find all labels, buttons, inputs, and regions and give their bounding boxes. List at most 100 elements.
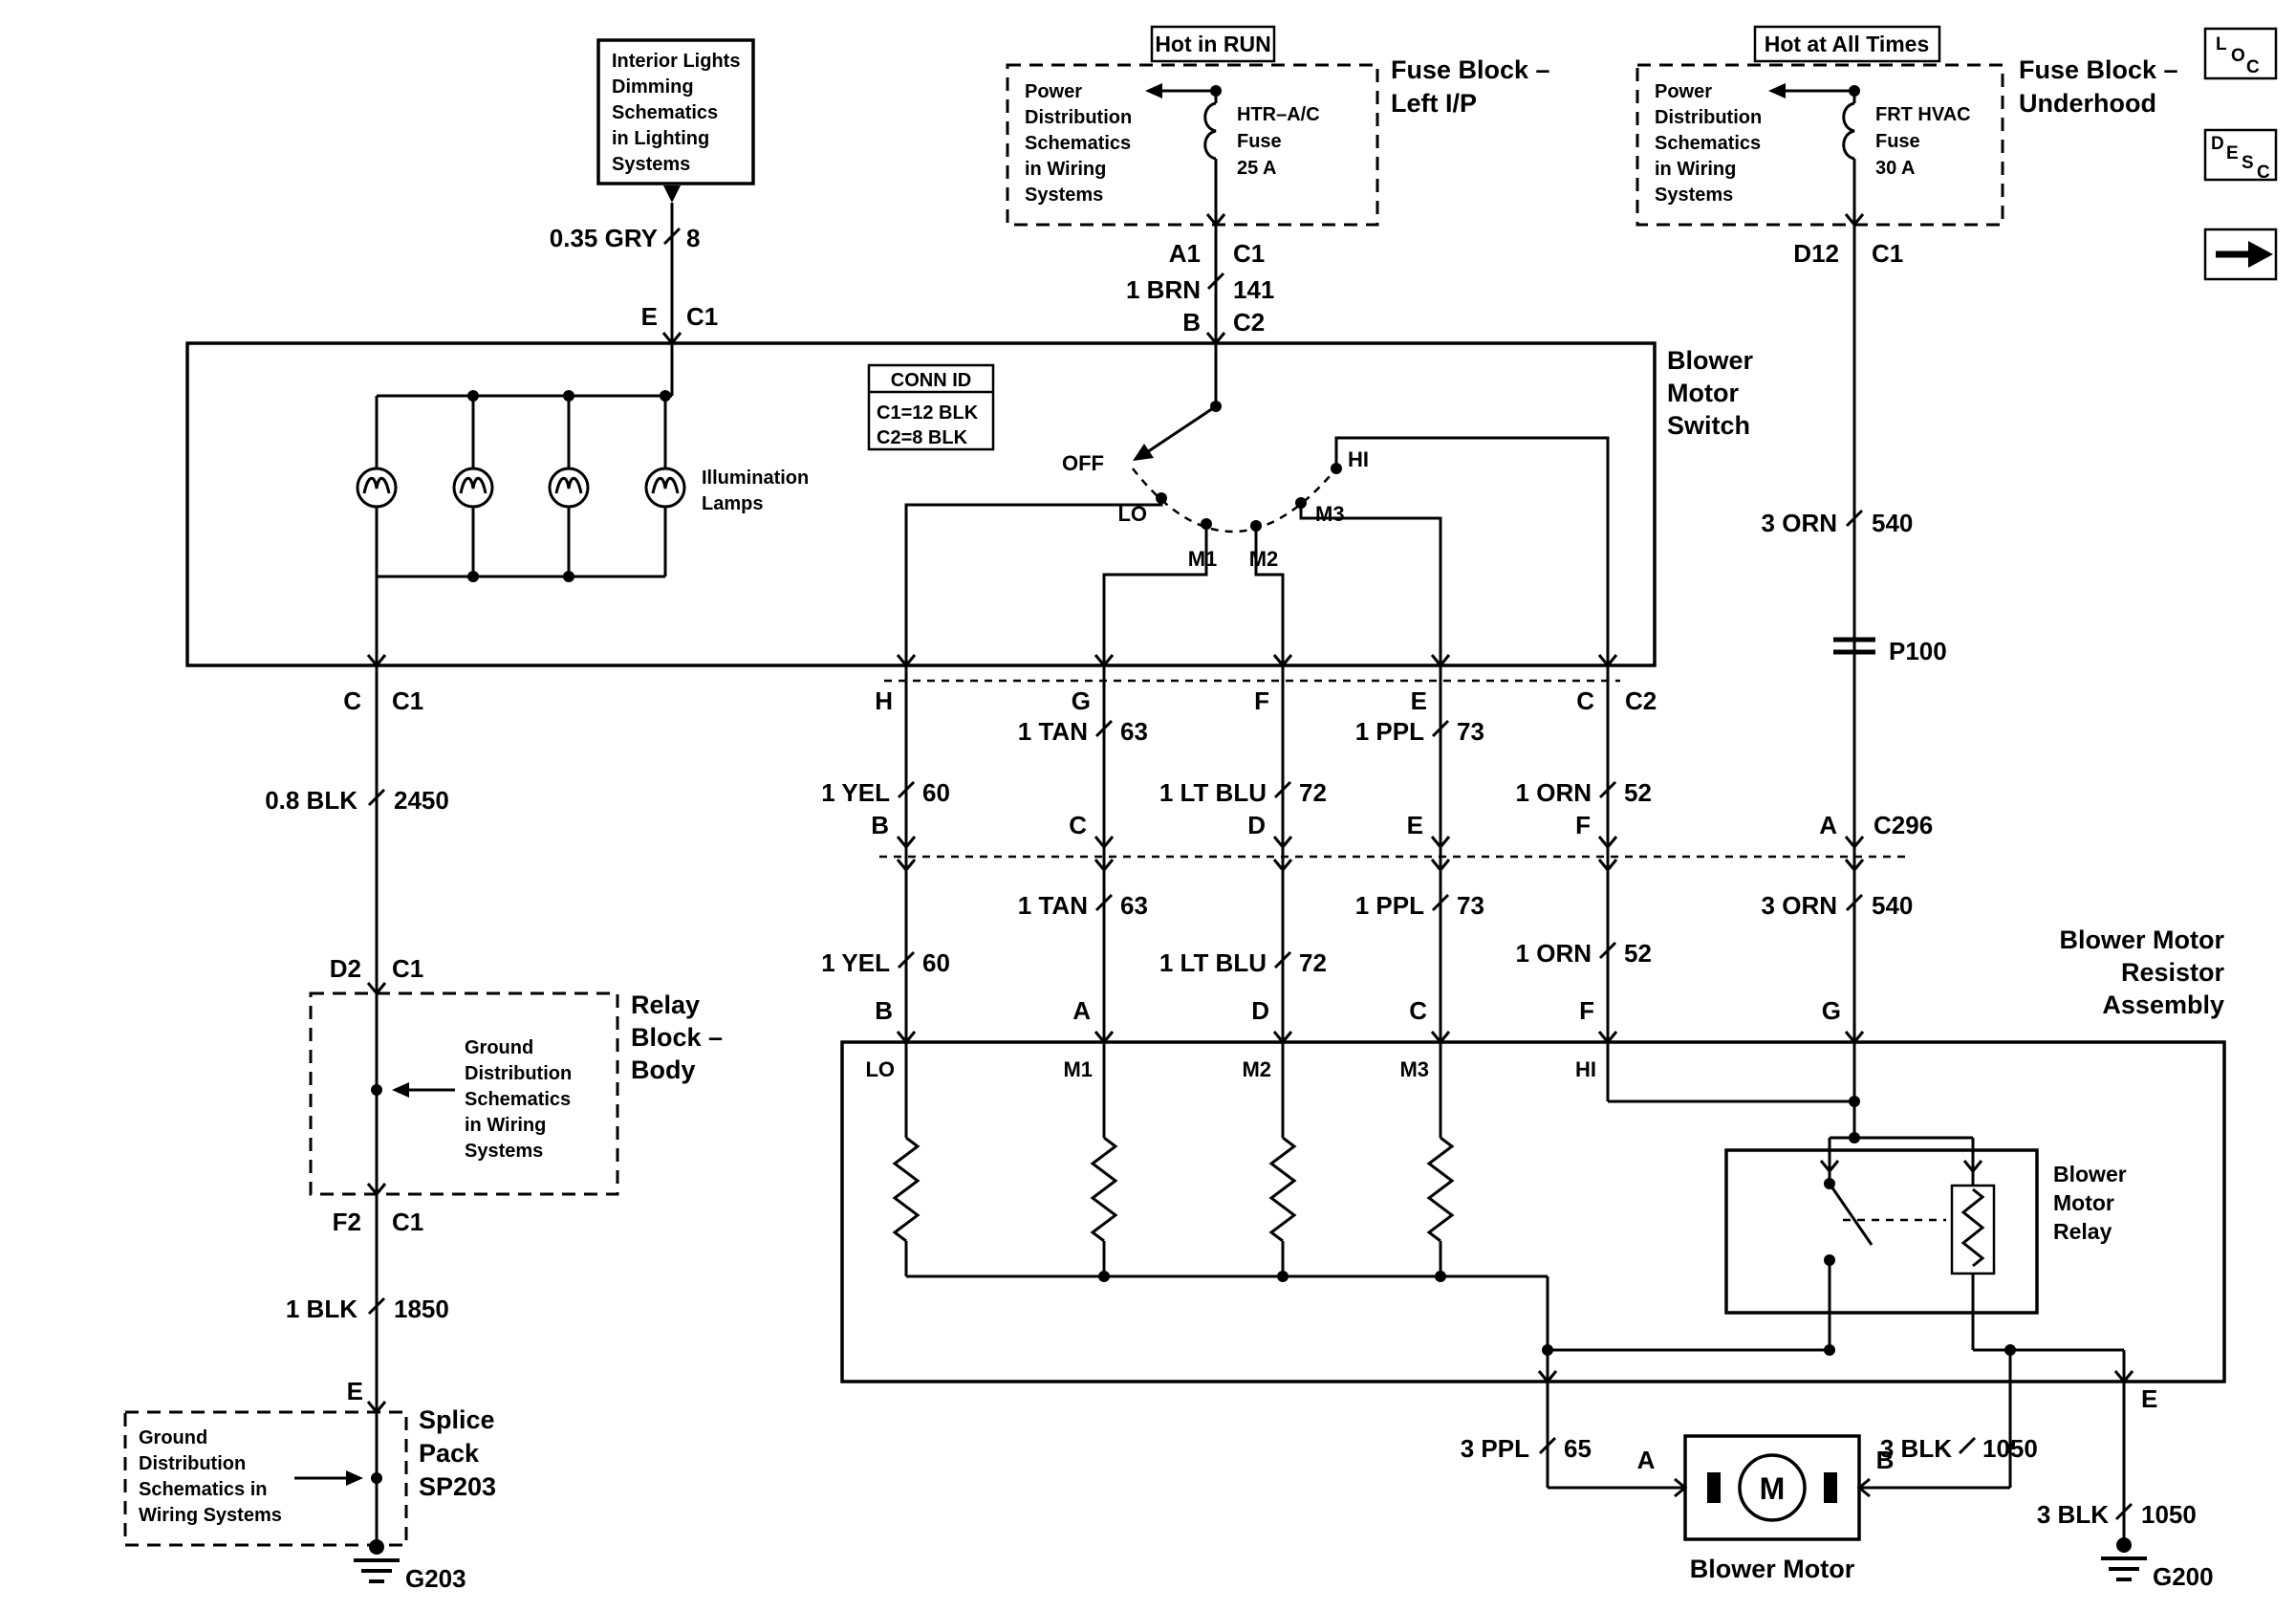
pin-label: C: [1576, 686, 1594, 715]
connector-label: C1: [392, 1208, 423, 1236]
fuse-symbol: [1203, 101, 1217, 161]
dashed-box-border: [309, 991, 619, 1196]
ref-text: Ground: [139, 1427, 207, 1448]
pin-label: A: [1072, 996, 1091, 1025]
ground-icon: [2116, 1537, 2132, 1553]
wire-gauge: 3 BLK: [1880, 1434, 1952, 1463]
banner-text: Hot in RUN: [1155, 32, 1270, 56]
harness-verticals: [375, 665, 1610, 1412]
ref-text: Power: [1025, 81, 1082, 102]
wire-gauge: 1 PPL: [1355, 891, 1424, 920]
resistor-symbol: [1090, 1136, 1118, 1243]
ref-text: Distribution: [465, 1063, 572, 1084]
motor-letter: M: [1760, 1471, 1786, 1506]
component-label: Resistor: [2121, 958, 2225, 987]
splice-dot: [371, 1472, 382, 1484]
position-m3: M3: [1315, 502, 1345, 526]
relay-block-body-ref: Ground Distribution Schematics in Wiring…: [309, 982, 619, 1197]
wire-tick: [1845, 893, 1864, 912]
connector-label: C2: [1233, 308, 1265, 337]
nav-loc-button[interactable]: L O C: [2203, 27, 2278, 80]
ref-text: Schematics: [1655, 133, 1761, 154]
wire-tick: [2114, 1502, 2134, 1521]
pin-label: M2: [1242, 1057, 1271, 1081]
output-routing: [1537, 1313, 2134, 1539]
pin-label: E: [1407, 811, 1423, 839]
ref-text: Dimming: [612, 76, 694, 98]
fuse-block-underhood: Power Distribution Schematics in Wiring …: [1635, 63, 2004, 227]
block-label: Left I/P: [1391, 89, 1477, 118]
wire-gauge: 1 PPL: [1355, 717, 1424, 746]
connector-chevron: [366, 982, 387, 996]
fuse-symbol: [1842, 101, 1855, 161]
switch-bottom-connector: [366, 654, 1620, 683]
ref-text: Power: [1655, 81, 1712, 102]
lamps-label: Lamps: [702, 493, 763, 514]
fuse-kind: Fuse: [1875, 131, 1920, 152]
ref-text: Schematics: [612, 102, 718, 123]
blower-motor-switch-box: [185, 341, 1657, 667]
relay-internals: [1819, 1150, 1996, 1313]
conn-id-title: CONN ID: [891, 370, 971, 391]
desc-letter: S: [2242, 153, 2254, 173]
left-arrow-icon: [392, 1082, 409, 1098]
loc-letter: L: [2216, 34, 2227, 54]
connector-label: C1: [686, 302, 718, 331]
wire-gauge: 0.35 GRY: [550, 224, 658, 252]
connector-chevron: [366, 1183, 387, 1197]
pin-label: D12: [1793, 239, 1839, 268]
hot-in-run-banner: Hot in RUN: [1150, 25, 1276, 63]
ground-label: G200: [2153, 1562, 2214, 1591]
block-label: Body: [631, 1056, 696, 1084]
pin-label: C: [343, 686, 361, 715]
pin-label: A1: [1169, 239, 1201, 268]
ref-text: in Wiring: [1655, 159, 1736, 180]
fuse-rating: 30 A: [1875, 158, 1916, 179]
wire-circuit: 141: [1233, 275, 1274, 304]
nav-desc-button[interactable]: D E S C: [2203, 128, 2278, 183]
resistor-network: [892, 1042, 1549, 1350]
pin-label: C: [1409, 996, 1427, 1025]
wire-circuit: 8: [686, 224, 700, 252]
fuse-name: HTR–A/C: [1237, 104, 1320, 125]
lamp-filament: [554, 476, 583, 494]
wire-tick: [1538, 1436, 1557, 1455]
wire-circuit: 73: [1457, 717, 1484, 746]
pin-label: F: [1579, 996, 1594, 1025]
wire-tick: [1206, 272, 1225, 291]
wire-gauge: 3 PPL: [1461, 1434, 1529, 1463]
illumination-lamps: [356, 343, 686, 665]
resistor-symbol: [1268, 1136, 1297, 1243]
desc-letter: D: [2211, 134, 2224, 154]
motor-brush: [1707, 1472, 1721, 1503]
wire-circuit: 1850: [394, 1295, 449, 1323]
component-label: Blower Motor: [1690, 1555, 1855, 1583]
connector-label: C1: [392, 686, 423, 715]
relay-coil: [1950, 1184, 1996, 1275]
ppl-motor-feed: [1538, 1436, 1688, 1498]
position-m2: M2: [1249, 547, 1279, 571]
connector-name: C296: [1874, 811, 1933, 839]
conn-id-row: C2=8 BLK: [877, 427, 968, 448]
connector-name: P100: [1889, 637, 1947, 665]
component-label: Relay: [2053, 1219, 2112, 1244]
ref-text: Systems: [1025, 185, 1103, 206]
left-arrow-icon: [1768, 83, 1786, 98]
nav-forward-button[interactable]: [2203, 228, 2278, 281]
pin-label: A: [1819, 811, 1837, 839]
wire-circuit: 1050: [2141, 1500, 2197, 1529]
switch-arm-arrow: [1133, 444, 1154, 461]
pin-label: B: [871, 811, 889, 839]
pin-label: G: [1822, 996, 1841, 1025]
wire-gauge: 1 ORN: [1516, 939, 1592, 968]
ground-icon: [369, 1539, 384, 1555]
dashed-box-border: [123, 1410, 408, 1547]
pin-label: E: [1411, 686, 1427, 715]
wire-gauge: 1 ORN: [1516, 778, 1592, 807]
interior-lights-ref-box: Interior Lights Dimming Schematics in Li…: [596, 38, 755, 203]
ref-text: in Wiring: [465, 1115, 546, 1136]
pin-label: B: [1876, 1446, 1895, 1474]
conn-id-box: CONN ID C1=12 BLK C2=8 BLK: [867, 363, 995, 451]
wire-gauge: 1 TAN: [1018, 891, 1088, 920]
